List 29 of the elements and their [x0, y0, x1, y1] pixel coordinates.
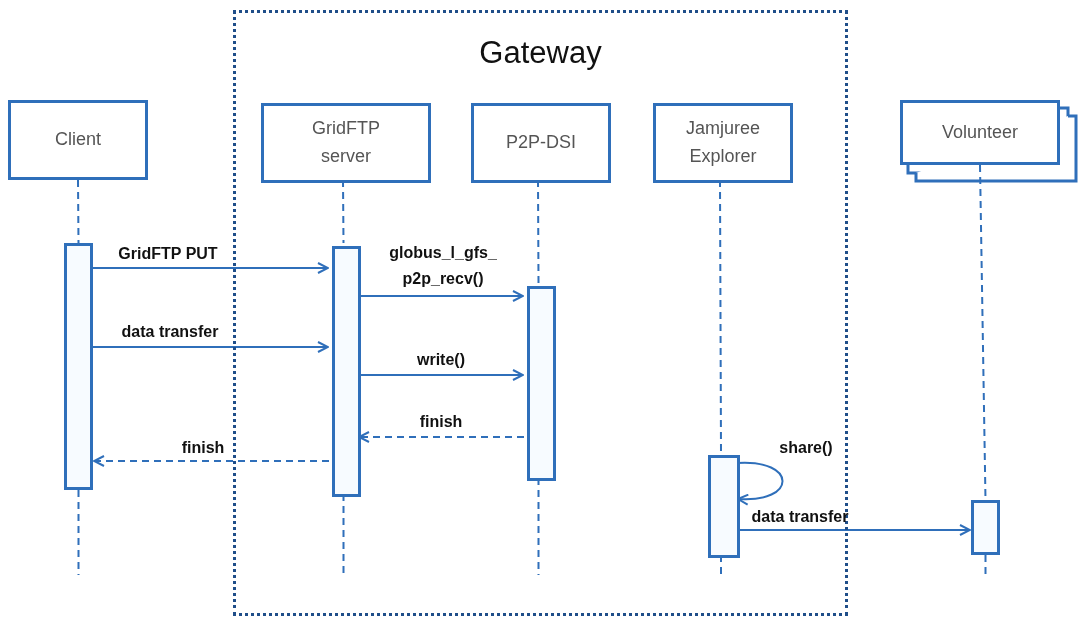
message-label: share(): [779, 438, 833, 458]
participant-name: Volunteer: [941, 120, 1019, 144]
lifeline-head-box: [261, 103, 431, 183]
system-boundary-frame: [233, 10, 848, 616]
message-label: write(): [417, 350, 465, 370]
message-label: data transfer: [121, 322, 219, 342]
participant-name: Jamjuree Explorer: [686, 117, 760, 168]
activation-bar: [64, 243, 93, 490]
lifeline-head-box: [653, 103, 793, 183]
message-arrow: [92, 262, 329, 274]
lifeline-head-box: [900, 100, 1060, 165]
lifeline-head-box: [8, 100, 148, 180]
message-label: finish: [181, 438, 225, 458]
lifeline: [77, 179, 80, 244]
participant-name: P2P-DSI: [506, 131, 576, 155]
message-label: data transfer: [751, 507, 849, 527]
activation-bar: [708, 455, 740, 558]
activation-bar: [332, 246, 361, 497]
activation-bar: [527, 286, 556, 481]
message-arrow: [92, 341, 329, 353]
message-label: GridFTP PUT: [118, 244, 218, 264]
message-label: globus_l_gfs_ p2p_recv(): [388, 243, 498, 289]
participant-name: GridFTP server: [311, 117, 381, 168]
frame-title: Gateway: [478, 35, 603, 71]
activation-bar: [971, 500, 1000, 555]
participant-name: Client: [55, 128, 101, 152]
lifeline-head-box: [471, 103, 611, 183]
return-message-arrow: [93, 455, 330, 467]
message-label: finish: [419, 412, 463, 432]
